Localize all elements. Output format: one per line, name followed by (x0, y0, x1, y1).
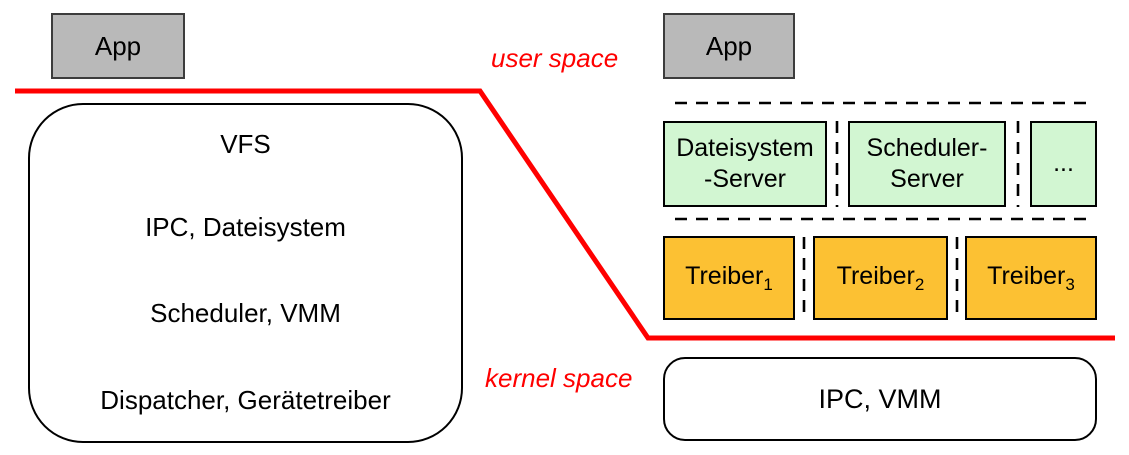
microkernel-app-box: App (663, 13, 795, 79)
kernel-space-label: kernel space (485, 363, 633, 393)
layer-scheduler-vmm-label: Scheduler, VMM (150, 298, 341, 328)
driver-box-2: Treiber2 (813, 236, 948, 320)
layer-dispatcher-geraetetreiber: Dispatcher, Gerätetreiber (28, 357, 463, 443)
monolithic-app-box: App (51, 13, 185, 79)
driver-3-label: Treiber3 (987, 262, 1075, 295)
driver-box-1: Treiber1 (663, 236, 795, 320)
driver-3-subscript: 3 (1065, 274, 1075, 294)
layer-ipc-dateisystem: IPC, Dateisystem (28, 185, 463, 270)
server-scheduler-line1: Scheduler- (866, 133, 988, 162)
user-space-label: user space (491, 43, 619, 73)
server-box-scheduler-label: Scheduler- Server (867, 133, 988, 196)
server-dateisystem-line1: Dateisystem (676, 133, 814, 162)
layer-vfs: VFS (28, 103, 463, 185)
driver-1-subscript: 1 (763, 274, 773, 294)
server-box-dateisystem-label: Dateisystem -Server (676, 133, 814, 196)
microkernel-kernel-label: IPC, VMM (818, 383, 942, 414)
server-scheduler-line2: Server (890, 165, 964, 193)
driver-2-subscript: 2 (914, 274, 925, 294)
driver-2-base: Treiber (836, 261, 915, 290)
server-box-dateisystem: Dateisystem -Server (663, 121, 827, 207)
microkernel-kernel-box: IPC, VMM (663, 357, 1097, 441)
server-dateisystem-line2: -Server (704, 165, 786, 193)
driver-2-label: Treiber2 (837, 262, 925, 295)
layer-scheduler-vmm: Scheduler, VMM (28, 270, 463, 357)
driver-box-3: Treiber3 (965, 236, 1097, 320)
server-box-scheduler: Scheduler- Server (848, 121, 1006, 207)
monolithic-app-label: App (94, 30, 142, 61)
microkernel-app-label: App (705, 30, 753, 61)
driver-1-label: Treiber1 (685, 262, 773, 295)
server-box-ellipsis: ... (1030, 121, 1097, 207)
layer-dispatcher-geraetetreiber-label: Dispatcher, Gerätetreiber (100, 384, 391, 415)
server-ellipsis-label: ... (1053, 149, 1074, 178)
monolithic-kernel-box (28, 103, 463, 443)
layer-ipc-dateisystem-label: IPC, Dateisystem (145, 212, 346, 242)
driver-1-base: Treiber (685, 261, 764, 290)
layer-vfs-label: VFS (220, 128, 271, 159)
driver-3-base: Treiber (987, 261, 1066, 290)
